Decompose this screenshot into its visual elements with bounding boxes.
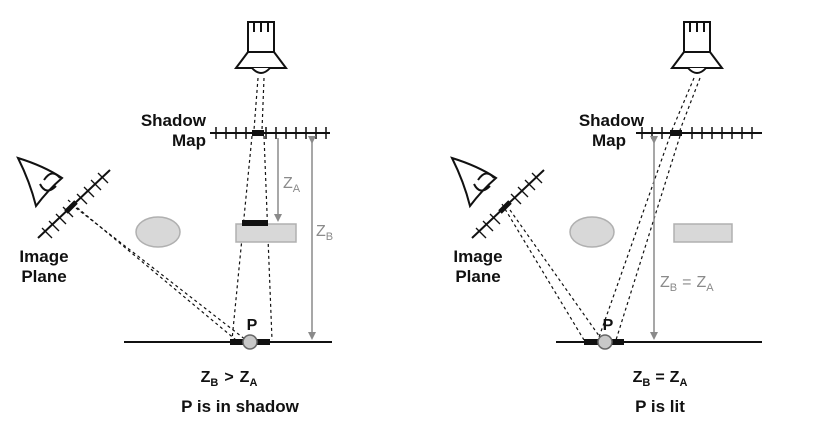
point-p-label: P <box>247 317 258 334</box>
shadow-map-texel <box>252 130 264 136</box>
box-occluder <box>235 223 297 243</box>
shadow-map-label-line1: Shadow <box>141 111 207 130</box>
left-panel: Shadow Map ZA ZB <box>16 21 333 416</box>
light-source-icon <box>670 21 724 74</box>
right-panel: Shadow Map ZB=ZA <box>450 21 762 416</box>
image-plane-pixel <box>64 200 78 214</box>
occluder-hit-marker <box>242 220 268 226</box>
inline-relation-label: ZB=ZA <box>660 274 714 294</box>
shadow-map-label-line1: Shadow <box>579 111 645 130</box>
image-plane-label-line2: Plane <box>455 267 500 286</box>
caption-right: P is lit <box>635 397 685 416</box>
box-occluder <box>673 223 733 243</box>
shadow-map-label-line2: Map <box>592 131 626 150</box>
caption-left: P is in shadow <box>181 397 300 416</box>
image-plane-label-line1: Image <box>453 247 502 266</box>
zb-label: ZB <box>316 223 333 243</box>
za-label: ZA <box>283 175 301 195</box>
relation-right: ZB=ZA <box>633 369 688 389</box>
light-rays-upper <box>671 77 701 131</box>
image-plane-pixel <box>498 200 512 214</box>
shadow-map-label-line2: Map <box>172 131 206 150</box>
eye-rays <box>67 199 247 341</box>
shadow-map-line <box>636 127 762 139</box>
eye-icon <box>450 156 498 209</box>
point-p <box>242 334 258 350</box>
eye-icon <box>16 156 64 209</box>
relation-left: ZB>ZA <box>201 369 258 389</box>
image-plane-line <box>37 169 111 239</box>
shadow-map-texel <box>670 130 682 136</box>
sphere-occluder <box>135 216 181 248</box>
light-rays-lower <box>597 135 681 341</box>
image-plane-label-line2: Plane <box>21 267 66 286</box>
light-source-icon <box>234 21 288 74</box>
light-rays-upper <box>253 77 265 131</box>
image-plane-label-line1: Image <box>19 247 68 266</box>
eye-rays <box>501 203 603 341</box>
point-p-label: P <box>603 317 614 334</box>
shadow-map-line <box>210 127 330 139</box>
image-plane-line <box>471 169 545 239</box>
sphere-occluder <box>569 216 615 248</box>
point-p <box>597 334 613 350</box>
